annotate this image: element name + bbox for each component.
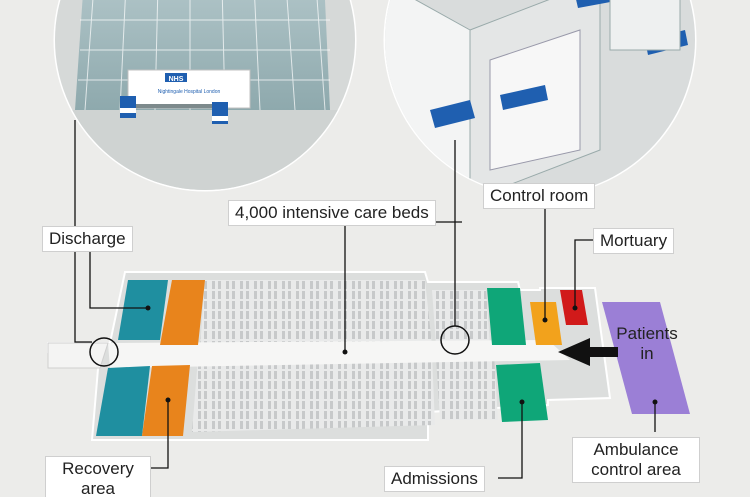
discharge-zone	[118, 280, 168, 340]
discharge-label: Discharge	[42, 226, 133, 252]
floor-plan	[47, 271, 690, 441]
dot-beds	[342, 349, 348, 355]
ward-bay-inset	[383, 0, 697, 197]
patients-in-line-2: in	[640, 344, 654, 363]
patients-in-arrow	[558, 338, 618, 366]
leader-entrance-inset	[74, 120, 92, 343]
glass-grid-lines	[78, 0, 330, 111]
ambulance-control-area	[602, 302, 690, 414]
bed-grid-south-east	[436, 355, 498, 420]
entrance-canopy	[136, 104, 212, 108]
ambulance-line-1: Ambulance	[593, 440, 679, 459]
admissions-zone-north	[487, 288, 526, 345]
forecourt	[55, 110, 355, 190]
bed-grid-north-east	[432, 290, 490, 345]
glass-pyramid	[75, 0, 330, 110]
mortuary-label: Mortuary	[593, 228, 675, 254]
dot-mortuary	[572, 305, 578, 311]
admissions-label: Admissions	[384, 466, 485, 492]
nhs-logo	[165, 73, 187, 82]
bay-back-partition	[609, 0, 681, 51]
dot-discharge	[145, 305, 151, 311]
leader-admissions	[498, 402, 523, 479]
left-pillar-badge	[120, 108, 136, 113]
ambulance-line-2: control area	[591, 460, 681, 479]
patients-in-line-1: Patients	[616, 324, 678, 343]
dot-recovery	[165, 397, 171, 403]
recovery-area-label: Recovery area	[45, 456, 151, 497]
discharge-exit-ramp	[47, 342, 109, 369]
central-corridor	[108, 340, 570, 368]
entrance-inset: NHS Nightingale Hospital London	[53, 0, 357, 192]
leader-discharge	[89, 250, 148, 309]
bay-wall-left	[385, 0, 471, 195]
entrance-sign-text: Nightingale Hospital London	[158, 89, 221, 95]
patients-in-label: Patients in	[604, 324, 690, 364]
right-pillar-badge	[212, 116, 228, 121]
bed-1	[430, 100, 475, 128]
recovery-zone-north	[160, 280, 205, 345]
dot-admissions	[519, 399, 525, 405]
ambulance-control-area-label: Ambulance control area	[572, 437, 700, 483]
control-room-label: Control room	[483, 183, 596, 209]
dot-control-room	[542, 317, 548, 323]
beds-label: 4,000 intensive care beds	[228, 200, 436, 226]
control-room-zone	[530, 302, 562, 345]
bed-grid-north	[200, 280, 432, 348]
bed-grid-south	[192, 355, 435, 432]
recovery-area-line-2: area	[80, 479, 116, 497]
recovery-area-line-1: Recovery	[62, 459, 134, 478]
dot-ambulance	[652, 399, 658, 405]
discharge-highlight-circle	[89, 337, 119, 367]
left-pillar	[120, 96, 136, 118]
leader-mortuary	[574, 239, 593, 308]
bed-3	[575, 0, 632, 8]
admissions-zone-south	[496, 363, 548, 422]
nhs-logo-text: NHS	[169, 76, 184, 83]
discharge-zone-south	[96, 366, 150, 436]
bed-2	[500, 85, 548, 110]
